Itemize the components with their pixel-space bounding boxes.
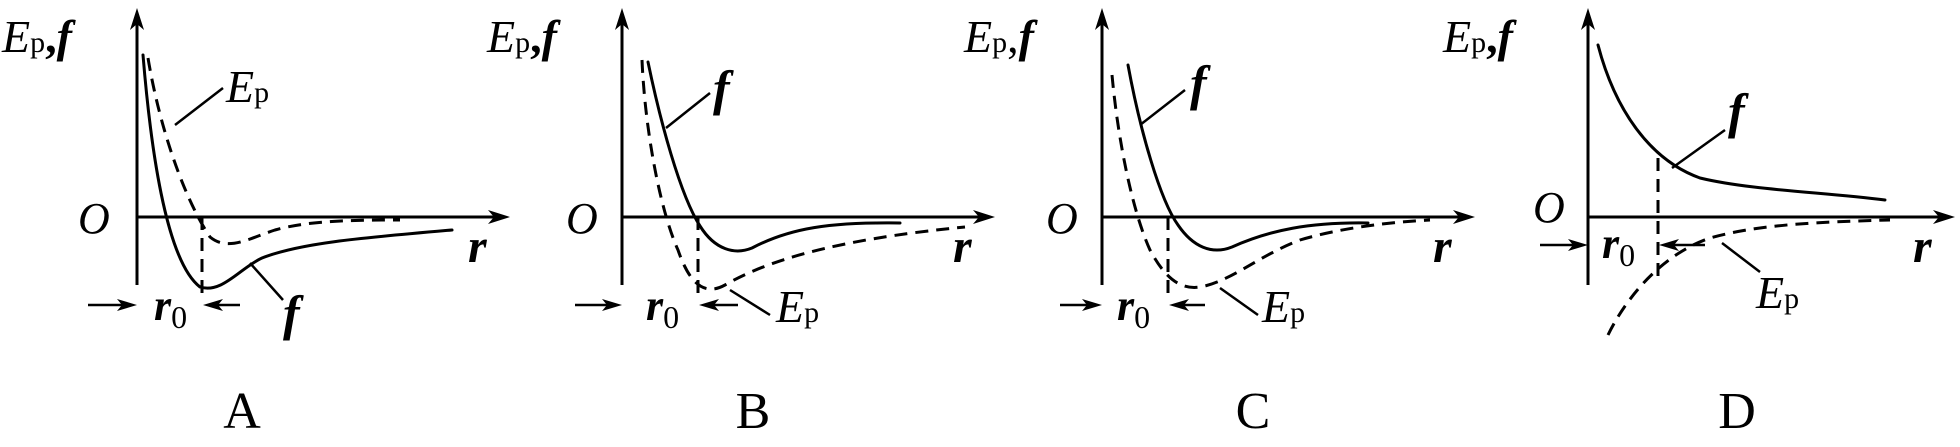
origin-label: O <box>566 194 598 243</box>
f-curve-label: f <box>713 60 734 116</box>
y-axis-arrowhead <box>130 8 144 30</box>
f-curve-label: f <box>283 285 304 341</box>
origin-label: O <box>1046 194 1078 243</box>
ep-leader-line <box>1721 242 1761 273</box>
y-axis-arrowhead <box>1581 8 1595 30</box>
y-axis-arrowhead <box>1095 8 1109 30</box>
force-curve <box>646 60 902 253</box>
x-axis-label: r <box>1433 220 1453 273</box>
r0-left-arrowhead <box>1568 239 1588 251</box>
r0-right-arrowhead <box>1169 299 1189 311</box>
r0-label: r0 <box>1602 219 1635 273</box>
f-leader-line <box>1671 128 1726 170</box>
ep-curve-label: Ep <box>225 61 269 112</box>
origin-label: O <box>1533 183 1565 232</box>
y-axis-arrowhead <box>615 8 629 30</box>
r0-left-arrowhead <box>117 299 137 311</box>
ep-curve-label: Ep <box>1261 281 1305 332</box>
f-curve-label: f <box>1190 55 1211 111</box>
potential-energy-curve <box>1110 74 1431 289</box>
f-leader-line <box>1139 89 1186 126</box>
r0-left-arrowhead <box>602 299 622 311</box>
panel-b: Ep,f O r r0 f Ep B <box>486 8 995 440</box>
y-axis-label: Ep,f <box>963 11 1039 62</box>
option-label-b: B <box>736 383 771 440</box>
x-axis-arrowhead <box>973 210 995 224</box>
f-leader-line <box>665 92 711 129</box>
ep-curve-label: Ep <box>1755 267 1799 318</box>
ep-leader-line <box>729 288 771 317</box>
option-label-c: C <box>1236 383 1271 440</box>
r0-label: r0 <box>1117 281 1150 335</box>
f-leader-line <box>249 262 284 301</box>
y-axis-label: Ep,f <box>1 11 77 62</box>
potential-energy-curve <box>640 59 966 291</box>
r0-right-arrowhead <box>699 299 719 311</box>
force-curve <box>141 53 454 290</box>
panel-a: Ep,f O r r0 Ep f A <box>1 8 510 440</box>
ep-leader-line <box>1219 286 1259 317</box>
x-axis-arrowhead <box>1453 210 1475 224</box>
y-axis-label: Ep,f <box>486 11 562 62</box>
potential-energy-curve <box>146 57 401 246</box>
panel-c: Ep,f O r r0 f Ep C <box>963 8 1475 440</box>
y-axis-label: Ep,f <box>1442 11 1518 62</box>
x-axis-arrowhead <box>1933 210 1955 224</box>
r0-label: r0 <box>646 281 679 335</box>
option-label-a: A <box>223 383 261 440</box>
x-axis-label: r <box>953 220 973 273</box>
r0-label: r0 <box>154 281 187 335</box>
r0-right-arrowhead <box>203 299 223 311</box>
x-axis-label: r <box>468 220 488 273</box>
f-curve-label: f <box>1728 83 1749 139</box>
force-curve <box>1126 63 1370 252</box>
ep-curve-label: Ep <box>775 281 819 332</box>
r0-left-arrowhead <box>1082 299 1102 311</box>
potential-energy-curve <box>1606 218 1891 336</box>
origin-label: O <box>78 194 110 243</box>
r0-right-arrowhead <box>1659 239 1679 251</box>
x-axis-label: r <box>1913 220 1933 273</box>
force-curve <box>1596 43 1887 202</box>
option-label-d: D <box>1718 383 1756 440</box>
panel-d: Ep,f O r r0 f Ep D <box>1442 8 1955 440</box>
x-axis-arrowhead <box>488 210 510 224</box>
ep-leader-line <box>174 87 224 126</box>
